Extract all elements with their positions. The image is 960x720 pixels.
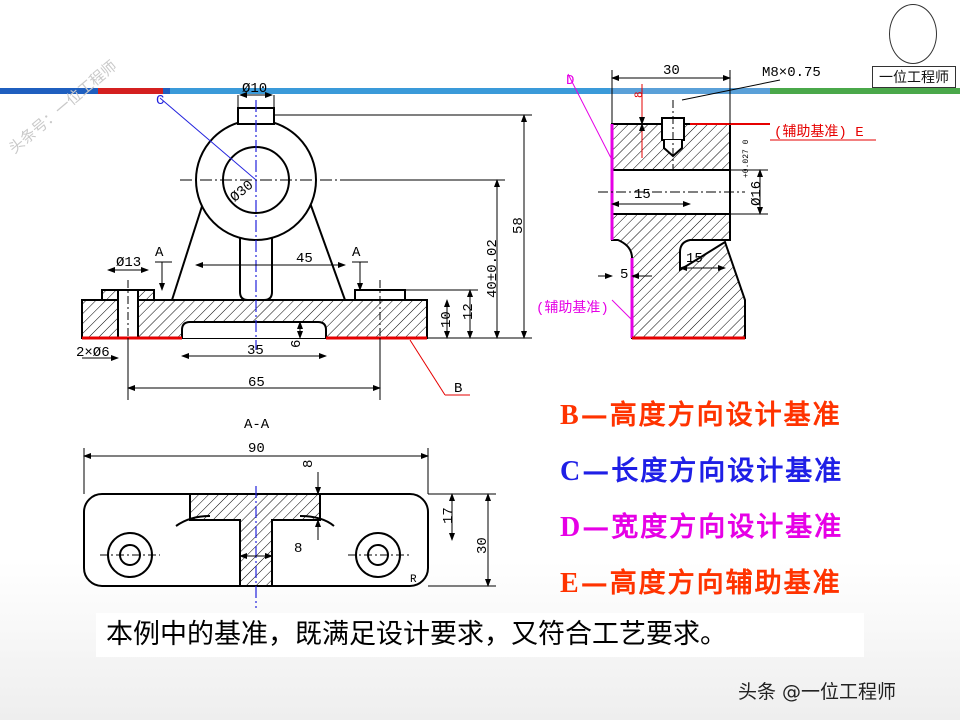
dim-10: 10 bbox=[439, 311, 455, 328]
dim-8-side: 8 bbox=[634, 91, 646, 98]
logo-circle bbox=[889, 4, 937, 64]
dim-d16: Ø16 bbox=[749, 181, 765, 206]
dim-d13: Ø13 bbox=[116, 255, 141, 271]
legend-c: C—长度方向设计基准 bbox=[560, 449, 843, 488]
dim-90: 90 bbox=[248, 441, 265, 457]
legend-e-letter: E bbox=[560, 568, 581, 599]
dim-65: 65 bbox=[248, 375, 265, 391]
dim-6: 6 bbox=[289, 340, 305, 348]
legend-b-text: —高度方向设计基准 bbox=[580, 400, 842, 431]
label-d: D bbox=[566, 73, 574, 89]
aux-e: (辅助基准) E bbox=[774, 123, 864, 141]
dim-12: 12 bbox=[461, 303, 477, 320]
dim-15a: 15 bbox=[634, 187, 651, 203]
dim-thread: M8×0.75 bbox=[762, 65, 821, 81]
dim-tol: +0.027 0 bbox=[742, 139, 751, 178]
label-c: C bbox=[156, 93, 164, 109]
front-view-text: Ø10 C Ø30 A A Ø13 45 35 65 2×Ø6 6 10 12 … bbox=[76, 81, 527, 397]
dim-r: R bbox=[410, 574, 417, 586]
dim-30-section: 30 bbox=[475, 537, 491, 554]
section-mark-right: A bbox=[352, 245, 361, 261]
legend-e: E—高度方向辅助基准 bbox=[560, 561, 842, 600]
source-tag: 头条 @一位工程师 bbox=[738, 681, 897, 703]
side-view bbox=[598, 100, 770, 340]
legend-d-text: —宽度方向设计基准 bbox=[582, 512, 844, 543]
logo-label: 一位工程师 bbox=[872, 66, 956, 88]
dim-d10: Ø10 bbox=[242, 81, 267, 97]
section-view-text: A-A 90 8 8 17 30 R bbox=[244, 417, 491, 586]
dim-35: 35 bbox=[247, 343, 264, 359]
section-title: A-A bbox=[244, 417, 270, 433]
legend-d: D—宽度方向设计基准 bbox=[560, 505, 843, 544]
bottom-note: 本例中的基准，既满足设计要求，又符合工艺要求。 bbox=[96, 613, 864, 657]
legend-e-text: —高度方向辅助基准 bbox=[580, 568, 842, 599]
dim-15b: 15 bbox=[686, 251, 703, 267]
header-stripe bbox=[0, 88, 960, 94]
dim-holes: 2×Ø6 bbox=[76, 345, 110, 361]
section-view-dimensions bbox=[83, 448, 496, 587]
dim-45: 45 bbox=[296, 251, 313, 267]
legend-c-text: —长度方向设计基准 bbox=[582, 456, 844, 487]
dim-30-side: 30 bbox=[663, 63, 680, 79]
legend-b-letter: B bbox=[560, 400, 581, 431]
dim-5: 5 bbox=[620, 267, 628, 283]
dim-40: 40±0.02 bbox=[485, 239, 501, 298]
dim-17: 17 bbox=[441, 507, 457, 524]
legend-b: B—高度方向设计基准 bbox=[560, 393, 842, 432]
dim-8a: 8 bbox=[301, 460, 317, 468]
side-view-dimensions bbox=[567, 70, 876, 321]
label-b: B bbox=[454, 381, 462, 397]
aux-label: (辅助基准) bbox=[536, 299, 609, 317]
section-mark-left: A bbox=[155, 245, 164, 261]
legend-c-letter: C bbox=[560, 456, 583, 487]
front-view bbox=[81, 100, 428, 350]
section-view bbox=[83, 486, 429, 608]
dim-58: 58 bbox=[511, 217, 527, 234]
side-view-text: 30 M8×0.75 D 8 (辅助基准) E 15 Ø16 +0.027 0 … bbox=[536, 63, 864, 317]
legend-d-letter: D bbox=[560, 512, 583, 543]
dim-8b: 8 bbox=[294, 541, 302, 557]
front-view-dimensions bbox=[82, 92, 532, 400]
